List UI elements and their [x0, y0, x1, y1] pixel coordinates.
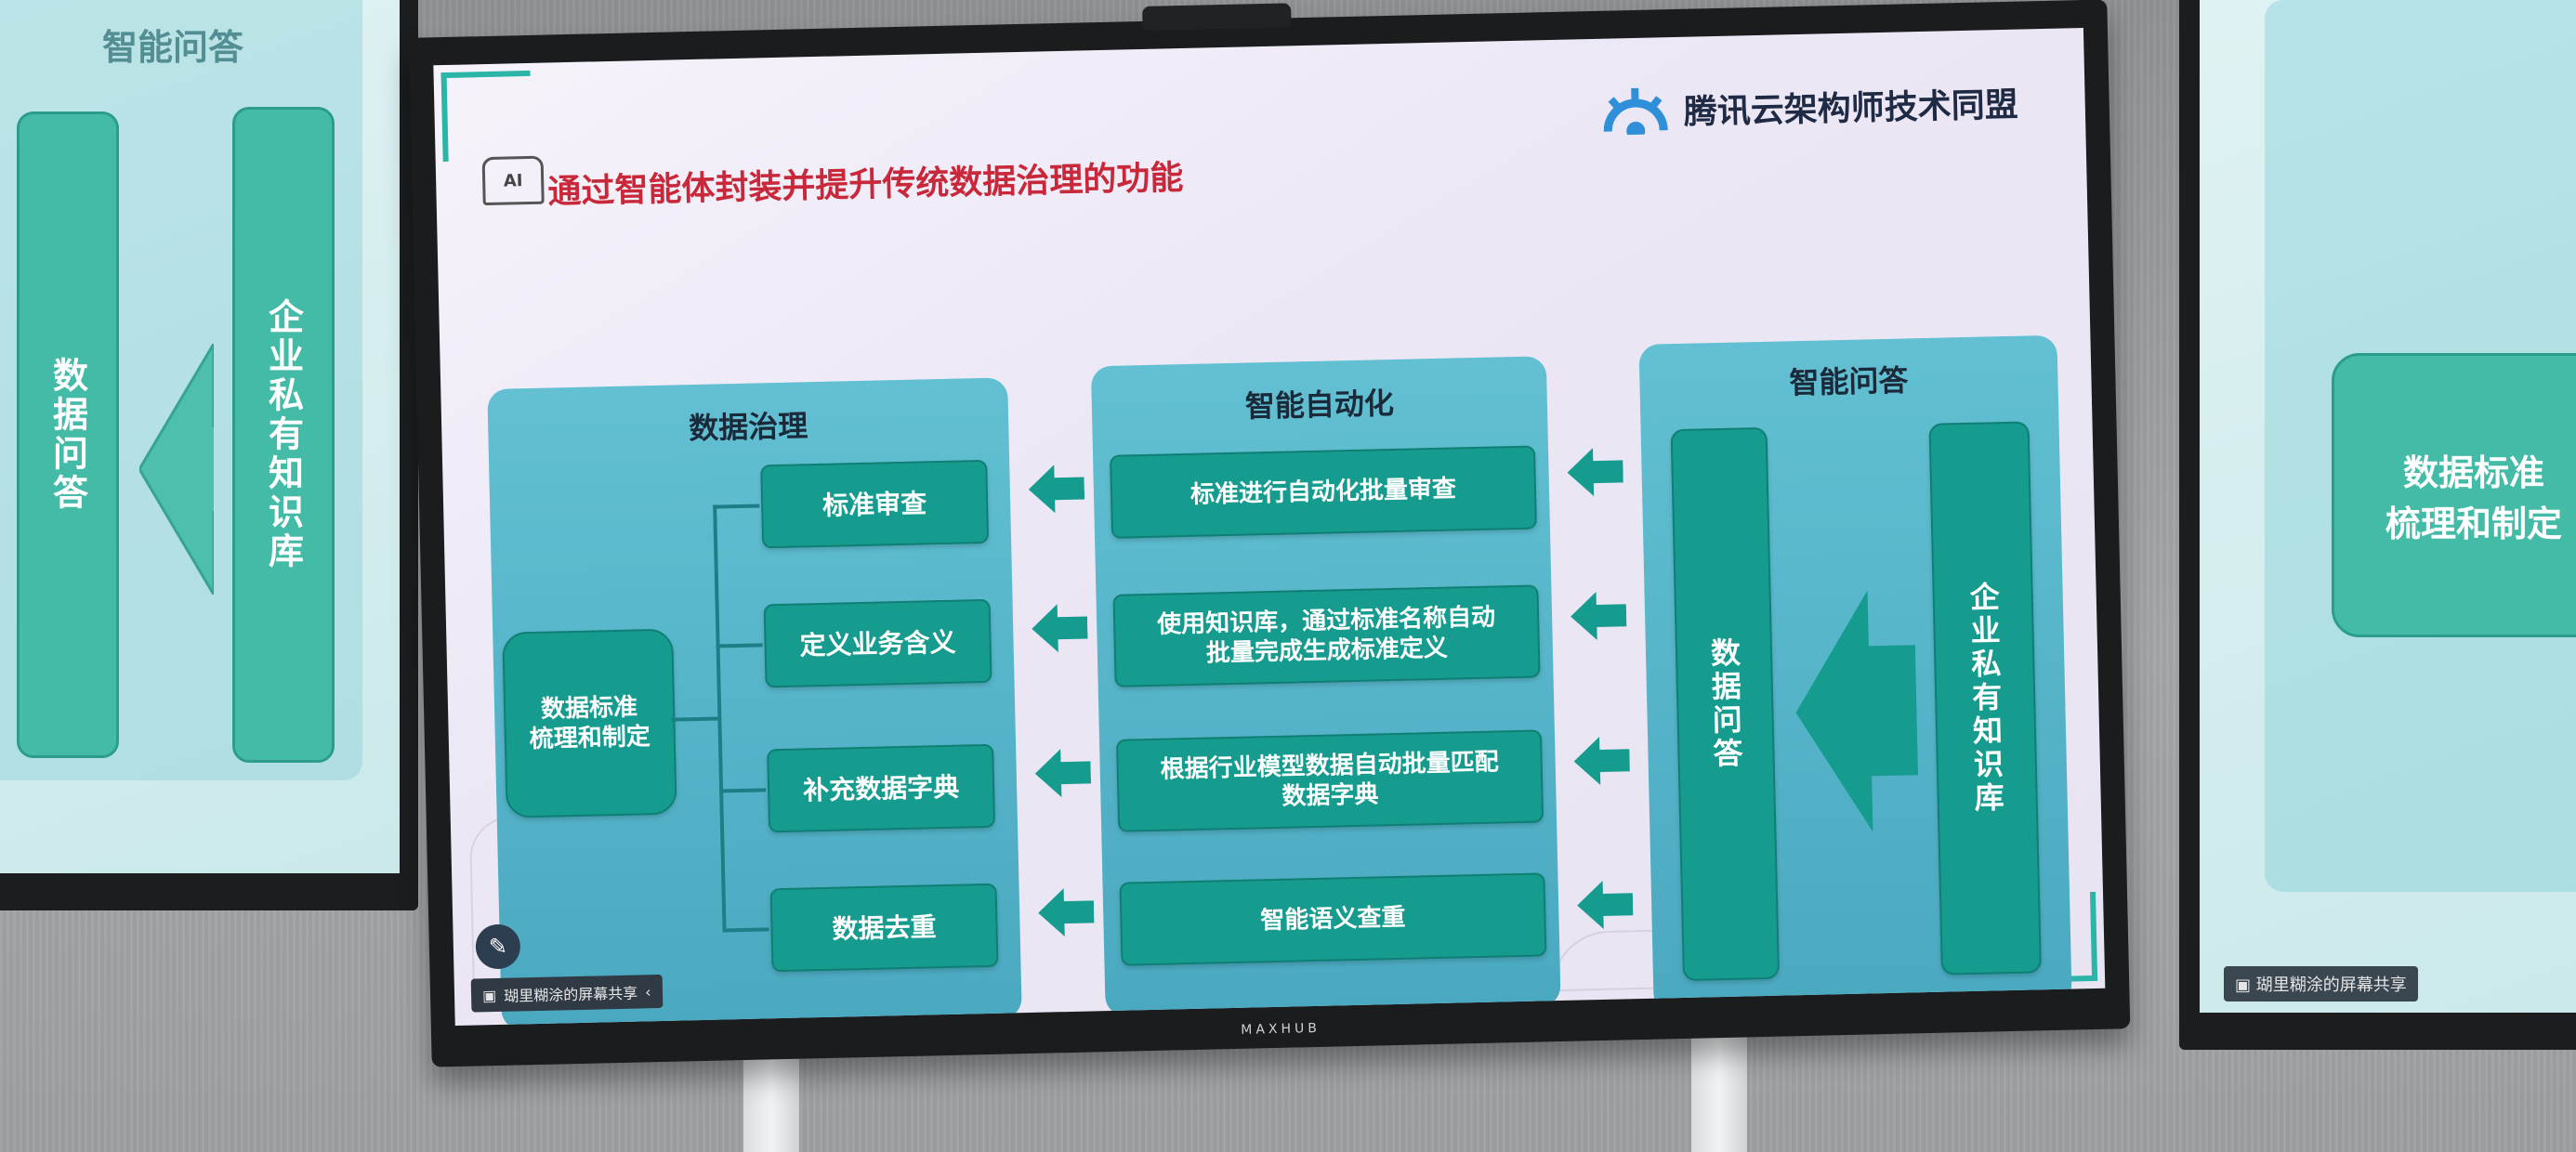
automation-item-2-line2: 批量完成生成标准定义: [1205, 634, 1449, 668]
left-side-monitor: 智能问答 数据问答 企业私有知识库: [0, 0, 418, 910]
qa-data-bar: 数据问答: [1670, 426, 1781, 982]
qa-heading: 智能问答: [1789, 362, 1909, 401]
right-screen-box-line1: 数据标准: [2402, 452, 2544, 493]
arrow-left-icon-6: [1571, 592, 1627, 641]
arrow-left-icon-7: [1573, 737, 1630, 785]
left-screen-title: 智能问答: [102, 27, 244, 68]
governance-source-line1: 数据标准: [540, 692, 638, 724]
right-side-monitor: 数据标准 梳理和制定 ▣ 瑚里糊涂的屏幕共享: [2179, 0, 2576, 1050]
arrow-left-icon-5: [1567, 448, 1623, 497]
qa-kb-bar: 企业私有知识库: [1928, 421, 2042, 975]
connector-branch-4: [722, 927, 769, 933]
qa-kb-bar-label: 企业私有知识库: [1965, 581, 2006, 816]
share-icon: ▣: [2235, 975, 2256, 995]
governance-item-1: 标准审查: [760, 459, 990, 549]
main-monitor: AI 通过智能体封装并提升传统数据治理的功能 腾讯云架构师技术同盟 数据治理 数…: [408, 0, 2131, 1067]
connector-branch-1: [713, 504, 760, 509]
governance-panel: 数据治理 数据标准 梳理和制定 标准审查 定义业务含义 补充数据字典 数据去重: [487, 377, 1022, 1027]
left-screen-qa-bar: 数据问答: [17, 111, 119, 758]
governance-heading: 数据治理: [688, 408, 808, 447]
webcam: [1142, 3, 1292, 31]
right-side-screen: 数据标准 梳理和制定 ▣ 瑚里糊涂的屏幕共享: [2200, 0, 2576, 1013]
arrow-left-icon-3: [1034, 749, 1092, 798]
governance-item-3: 补充数据字典: [767, 743, 996, 833]
automation-item-1: 标准进行自动化批量审查: [1110, 445, 1537, 539]
qa-big-arrow-icon: [1795, 590, 1919, 832]
automation-item-1-line1: 标准进行自动化批量审查: [1189, 475, 1457, 509]
left-screen-arrow-icon: [139, 344, 214, 595]
right-screen-standard-box: 数据标准 梳理和制定: [2332, 353, 2576, 637]
logo: 腾讯云架构师技术同盟: [1599, 78, 2018, 136]
automation-item-3-line2: 数据字典: [1281, 780, 1379, 811]
arrow-left-icon-4: [1038, 888, 1095, 937]
governance-source-box: 数据标准 梳理和制定: [502, 628, 677, 818]
left-screen-kb-bar: 企业私有知识库: [232, 107, 335, 763]
corner-decoration-top-left: [440, 70, 532, 163]
automation-item-4: 智能语义查重: [1119, 872, 1547, 966]
arrow-left-icon-8: [1577, 880, 1634, 929]
screen-share-label: 瑚里糊涂的屏幕共享: [504, 984, 638, 1005]
logo-text: 腾讯云架构师技术同盟: [1683, 85, 2019, 132]
left-screen-kb-label: 企业私有知识库: [262, 298, 304, 571]
screen-share-bar[interactable]: ▣ 瑚里糊涂的屏幕共享 ‹: [470, 974, 663, 1013]
connector-trunk-horizontal: [671, 716, 720, 722]
automation-item-4-line1: 智能语义查重: [1260, 903, 1406, 936]
monitor-brand-label: MAXHUB: [1241, 1020, 1321, 1038]
arrow-left-icon-2: [1032, 604, 1088, 653]
screen-share-icon: ▣: [481, 986, 497, 1004]
connector-branch-3: [719, 788, 767, 793]
right-screen-box-line2: 梳理和制定: [2385, 504, 2562, 544]
qa-data-bar-label: 数据问答: [1705, 636, 1744, 772]
automation-panel: 智能自动化 标准进行自动化批量审查 使用知识库，通过标准名称自动 批量完成生成标…: [1090, 356, 1561, 1017]
automation-item-3: 根据行业模型数据自动批量匹配 数据字典: [1115, 729, 1544, 832]
left-screen-qa-label: 数据问答: [46, 357, 88, 513]
connector-branch-2: [716, 643, 763, 648]
governance-item-4: 数据去重: [769, 883, 999, 973]
governance-source-line2: 梳理和制定: [529, 723, 651, 754]
governance-item-2: 定义业务含义: [763, 598, 992, 688]
monitor-stand-right: [1691, 1022, 1747, 1152]
chevron-left-icon[interactable]: ‹: [644, 982, 651, 1001]
arrow-left-icon-1: [1028, 465, 1085, 514]
tencent-cloud-logo-icon: [1603, 87, 1668, 136]
left-side-screen: 智能问答 数据问答 企业私有知识库: [0, 0, 400, 873]
right-screen-share-bar[interactable]: ▣ 瑚里糊涂的屏幕共享: [2224, 966, 2418, 1001]
qa-panel: 智能问答 数据问答 企业私有知识库: [1638, 334, 2072, 1014]
right-screen-share-label: 瑚里糊涂的屏幕共享: [2255, 975, 2407, 995]
ai-badge-icon: AI: [481, 155, 545, 206]
automation-item-3-line1: 根据行业模型数据自动批量匹配: [1160, 747, 1499, 784]
automation-item-2: 使用知识库，通过标准名称自动 批量完成生成标准定义: [1112, 584, 1541, 687]
slide-screen: AI 通过智能体封装并提升传统数据治理的功能 腾讯云架构师技术同盟 数据治理 数…: [433, 27, 2106, 1027]
slide-title: 通过智能体封装并提升传统数据治理的功能: [547, 159, 1184, 212]
automation-heading: 智能自动化: [1244, 385, 1395, 425]
